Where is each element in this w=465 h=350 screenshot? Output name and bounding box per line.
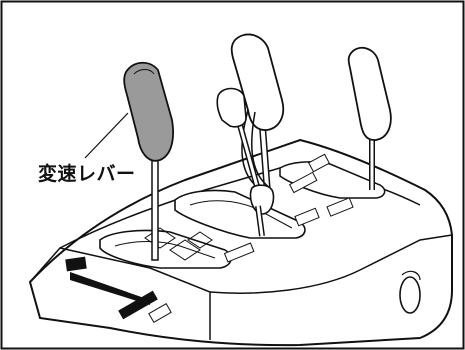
shift-gate-left-inner: [114, 241, 216, 259]
shift-lever: [123, 61, 174, 261]
small-grip-lever: [216, 87, 275, 237]
shift-lever-knob-top: [133, 69, 155, 75]
side-panel-edge: [209, 234, 453, 294]
plate-front-dark: [118, 290, 158, 320]
middle-tall-lever-knob: [230, 33, 285, 131]
shift-lever-callout-label: 変速レバー: [38, 163, 136, 185]
plate-front-wedge: [70, 272, 150, 305]
side-access-hole: [399, 276, 421, 314]
plate-left-dark: [65, 256, 87, 272]
label-plates: [65, 153, 354, 324]
shift-lever-shaft: [151, 159, 159, 261]
marking-diamond-3: [187, 231, 213, 249]
right-lever-knob: [347, 46, 392, 141]
plate-right-label: [288, 171, 318, 194]
shift-gate-left: [99, 229, 232, 269]
right-lever: [347, 46, 392, 190]
small-grip-lever-knob: [216, 87, 247, 128]
plate-middle-label: [223, 242, 255, 263]
marking-diamond-2: [169, 239, 201, 261]
plate-far-right-2: [294, 207, 320, 227]
plate-far-right: [326, 197, 354, 217]
plate-right-small: [308, 153, 330, 173]
marking-diamond-1: [144, 227, 176, 249]
callout-leader-line: [84, 112, 129, 159]
side-hole-rim: [401, 270, 421, 281]
front-panel-edge: [29, 247, 211, 340]
shift-lever-knob: [123, 61, 174, 162]
shift-gate-middle: [174, 189, 306, 239]
plate-front-small: [148, 302, 172, 324]
